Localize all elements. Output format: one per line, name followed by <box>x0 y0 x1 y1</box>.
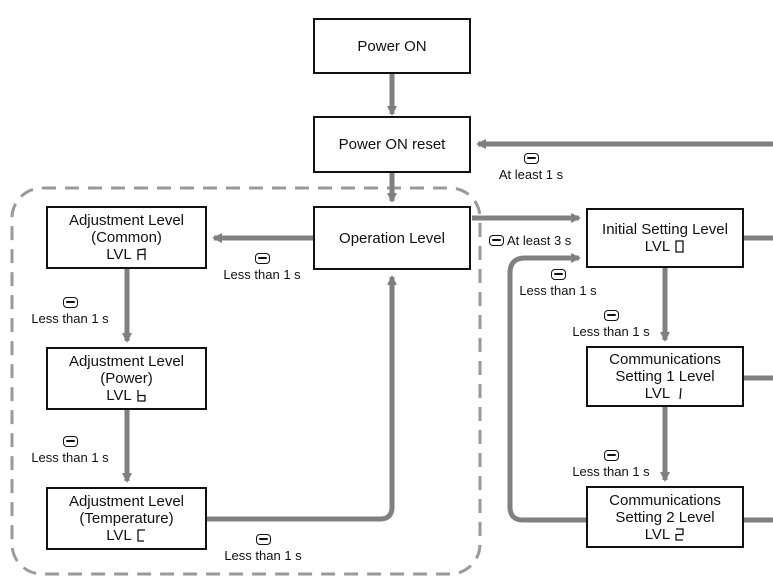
label-text: Less than 1 s <box>519 283 597 298</box>
label-text: At least 3 s <box>507 233 572 248</box>
adj-temp-lvl-prefix: LVL <box>106 527 132 544</box>
label-adjc-to-adjp: Less than 1 s <box>20 296 120 326</box>
seg-char-A-icon <box>137 248 146 260</box>
level-key-icon <box>254 253 270 264</box>
seg-char-b-icon <box>137 390 146 402</box>
comm1-lvl: LVL <box>645 385 686 402</box>
box-communications-setting-2: Communications Setting 2 Level LVL <box>586 486 744 548</box>
box-adjustment-power: Adjustment Level (Power) LVL <box>46 347 207 410</box>
seg-char-1-icon <box>679 387 682 400</box>
comm2-line2: Setting 2 Level <box>615 508 715 526</box>
arrow-comm2-back-to-initial <box>507 253 586 523</box>
label-text: Less than 1 s <box>224 548 302 563</box>
level-key-icon <box>523 153 539 164</box>
comm2-line1: Communications <box>609 491 721 509</box>
label-comm1-to-comm2: Less than 1 s <box>561 449 661 479</box>
label-text: Less than 1 s <box>572 324 650 339</box>
label-reset-at-least-1s: At least 1 s <box>488 152 574 182</box>
initial-lvl: LVL <box>645 238 686 255</box>
level-key-icon <box>62 297 78 308</box>
comm1-line2: Setting 1 Level <box>615 368 715 385</box>
comm1-lvl-prefix: LVL <box>644 385 671 402</box>
level-key-icon <box>603 450 619 461</box>
label-adjt-to-op: Less than 1 s <box>213 533 313 563</box>
seg-char-C-icon <box>137 529 145 542</box>
box-power-on-label: Power ON <box>357 37 427 55</box>
box-initial-setting: Initial Setting Level LVL <box>586 208 744 268</box>
comm1-line1: Communications <box>609 351 721 368</box>
level-key-icon <box>489 235 504 246</box>
level-key-icon <box>603 310 619 321</box>
adj-common-lvl-prefix: LVL <box>106 246 132 263</box>
initial-line1: Initial Setting Level <box>602 221 728 238</box>
label-adjp-to-adjt: Less than 1 s <box>20 435 120 465</box>
level-key-icon <box>62 436 78 447</box>
box-power-on-reset: Power ON reset <box>313 116 471 173</box>
box-operation-level: Operation Level <box>313 206 471 270</box>
label-op-to-adj: Less than 1 s <box>212 252 312 282</box>
level-key-icon <box>255 534 271 545</box>
label-text: Less than 1 s <box>223 267 301 282</box>
adj-common-line2: (Common) <box>91 229 162 246</box>
label-text: At least 1 s <box>498 167 564 182</box>
label-text: Less than 1 s <box>31 311 109 326</box>
adj-temp-line1: Adjustment Level <box>68 493 185 510</box>
adj-common-lvl: LVL <box>106 246 147 263</box>
adj-common-line1: Adjustment Level <box>68 212 185 229</box>
box-communications-setting-1: Communications Setting 1 Level LVL <box>586 346 744 407</box>
label-op-to-init: At least 3 s <box>489 233 571 248</box>
label-text: Less than 1 s <box>572 464 650 479</box>
adj-power-lvl-prefix: LVL <box>106 387 132 404</box>
label-text: Less than 1 s <box>31 450 109 465</box>
box-power-on: Power ON <box>313 18 471 74</box>
initial-lvl-prefix: LVL <box>644 238 671 255</box>
label-init-to-comm1: Less than 1 s <box>561 309 661 339</box>
arrow-adjtemp-to-operation <box>207 275 397 522</box>
box-operation-level-label: Operation Level <box>339 229 445 247</box>
adj-power-line1: Adjustment Level <box>68 353 185 370</box>
adj-power-lvl: LVL <box>106 387 147 404</box>
seg-char-0-icon <box>675 240 684 253</box>
comm2-lvl: LVL <box>645 526 686 543</box>
label-init-back: Less than 1 s <box>508 268 608 298</box>
box-power-on-reset-label: Power ON reset <box>338 136 446 153</box>
level-key-icon <box>550 269 566 280</box>
adj-power-line2: (Power) <box>100 370 153 387</box>
comm2-lvl-prefix: LVL <box>644 525 671 543</box>
adj-temp-lvl: LVL <box>106 527 147 544</box>
box-adjustment-common: Adjustment Level (Common) LVL <box>46 206 207 269</box>
seg-char-2-icon <box>675 527 684 541</box>
box-adjustment-temperature: Adjustment Level (Temperature) LVL <box>46 487 207 550</box>
adj-temp-line2: (Temperature) <box>79 510 174 527</box>
